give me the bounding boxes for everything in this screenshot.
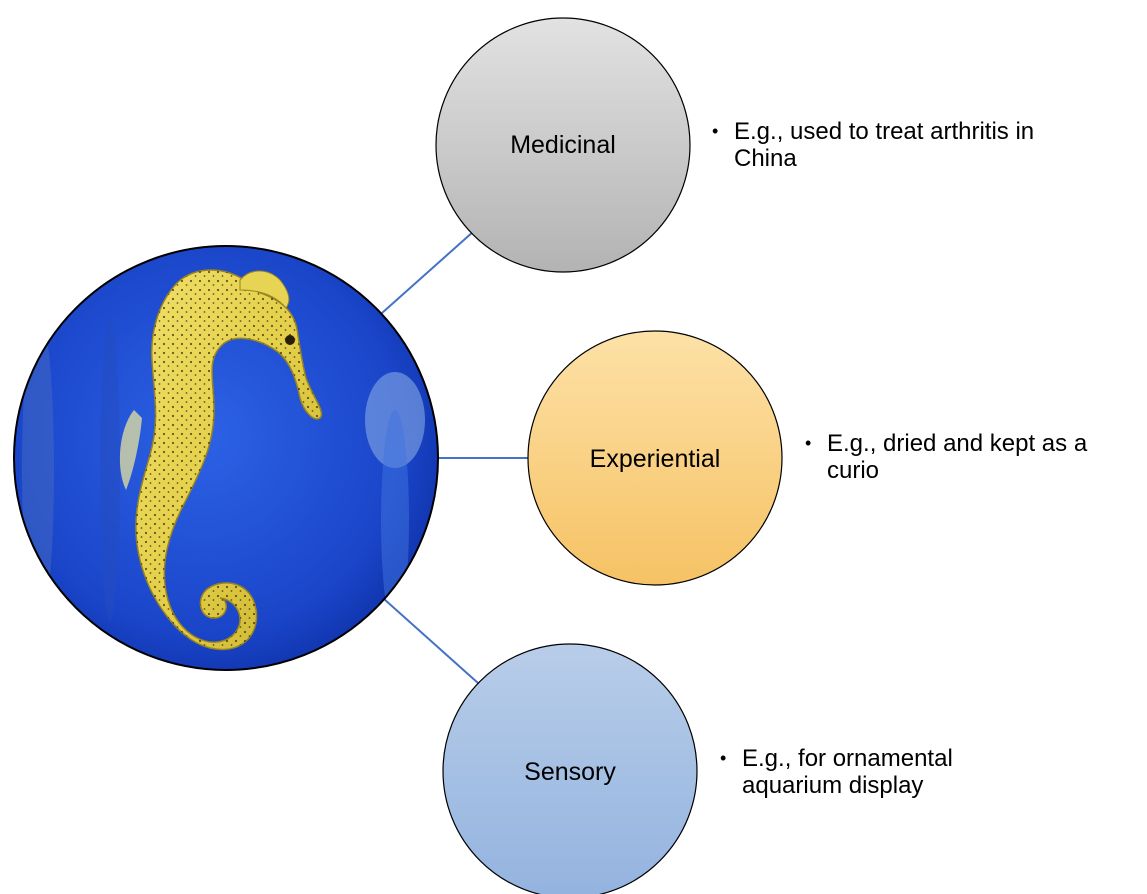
connector-medicinal bbox=[382, 231, 474, 313]
node-medicinal-label: Medicinal bbox=[510, 131, 616, 159]
experiential-example-line1: E.g., dried and kept as a bbox=[827, 430, 1087, 457]
node-experiential-label: Experiential bbox=[590, 445, 721, 473]
bullet-sensory: • bbox=[720, 745, 742, 772]
node-medicinal: Medicinal bbox=[436, 18, 690, 272]
experiential-example-line2: curio bbox=[827, 457, 879, 484]
sensory-example-line2: aquarium display bbox=[742, 772, 923, 799]
medicinal-example-line2: China bbox=[734, 145, 797, 172]
bullet-experiential: • bbox=[805, 430, 827, 457]
node-sensory: Sensory bbox=[443, 644, 697, 894]
seahorse-photo bbox=[10, 242, 442, 674]
sensory-example: • E.g., for ornamental aquarium display bbox=[720, 745, 953, 799]
node-sensory-label: Sensory bbox=[524, 758, 616, 786]
medicinal-example: • E.g., used to treat arthritis in China bbox=[712, 118, 1034, 172]
bullet-medicinal: • bbox=[712, 118, 734, 145]
connector-sensory bbox=[384, 599, 478, 683]
sensory-example-line1: E.g., for ornamental bbox=[742, 745, 953, 772]
experiential-example: • E.g., dried and kept as a curio bbox=[805, 430, 1087, 484]
medicinal-example-line1: E.g., used to treat arthritis in bbox=[734, 118, 1034, 145]
node-experiential: Experiential bbox=[528, 331, 782, 585]
